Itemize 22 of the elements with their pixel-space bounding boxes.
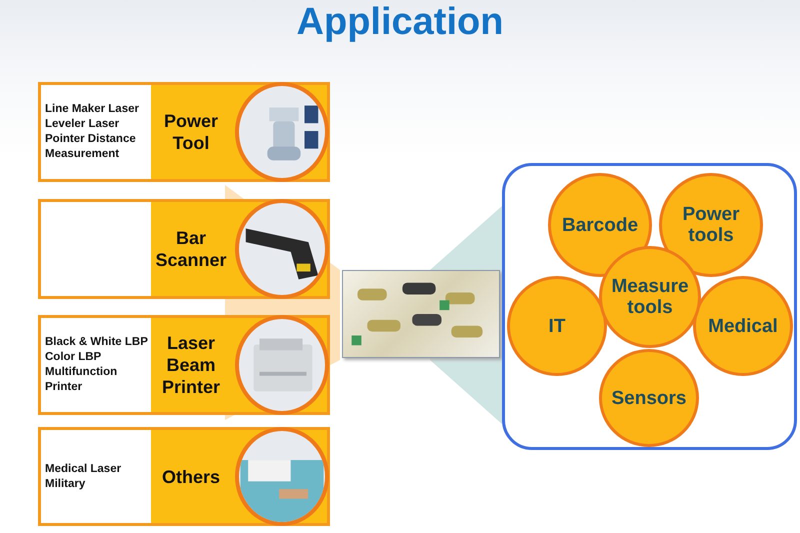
group-frame: [502, 163, 797, 450]
application-heading: Others: [160, 466, 222, 488]
application-row: [38, 82, 330, 182]
application-heading: Bar Scanner: [154, 227, 228, 272]
category-circle: [507, 276, 607, 376]
title: Application: [296, 0, 504, 44]
category-label: IT: [548, 316, 566, 336]
application-row: [38, 199, 330, 299]
category-label: Sensors: [612, 388, 686, 408]
application-heading: Laser Beam Printer: [160, 332, 222, 399]
category-label: Measure tools: [610, 276, 690, 318]
category-label: Barcode: [562, 214, 638, 236]
application-row: [38, 315, 330, 415]
application-heading: Power Tool: [162, 110, 220, 155]
application-list: Black & White LBP Color LBP Multifunction Printer: [45, 318, 149, 412]
category-label: Medical: [708, 316, 778, 336]
category-circle: [693, 276, 793, 376]
application-list: Line Maker Laser Leveler Laser Pointer Distance Measurement: [45, 85, 149, 179]
category-label: Power tools: [681, 204, 741, 246]
application-list: Medical Laser Military: [45, 430, 149, 523]
product-photo: [342, 270, 500, 358]
application-row: [38, 427, 330, 526]
